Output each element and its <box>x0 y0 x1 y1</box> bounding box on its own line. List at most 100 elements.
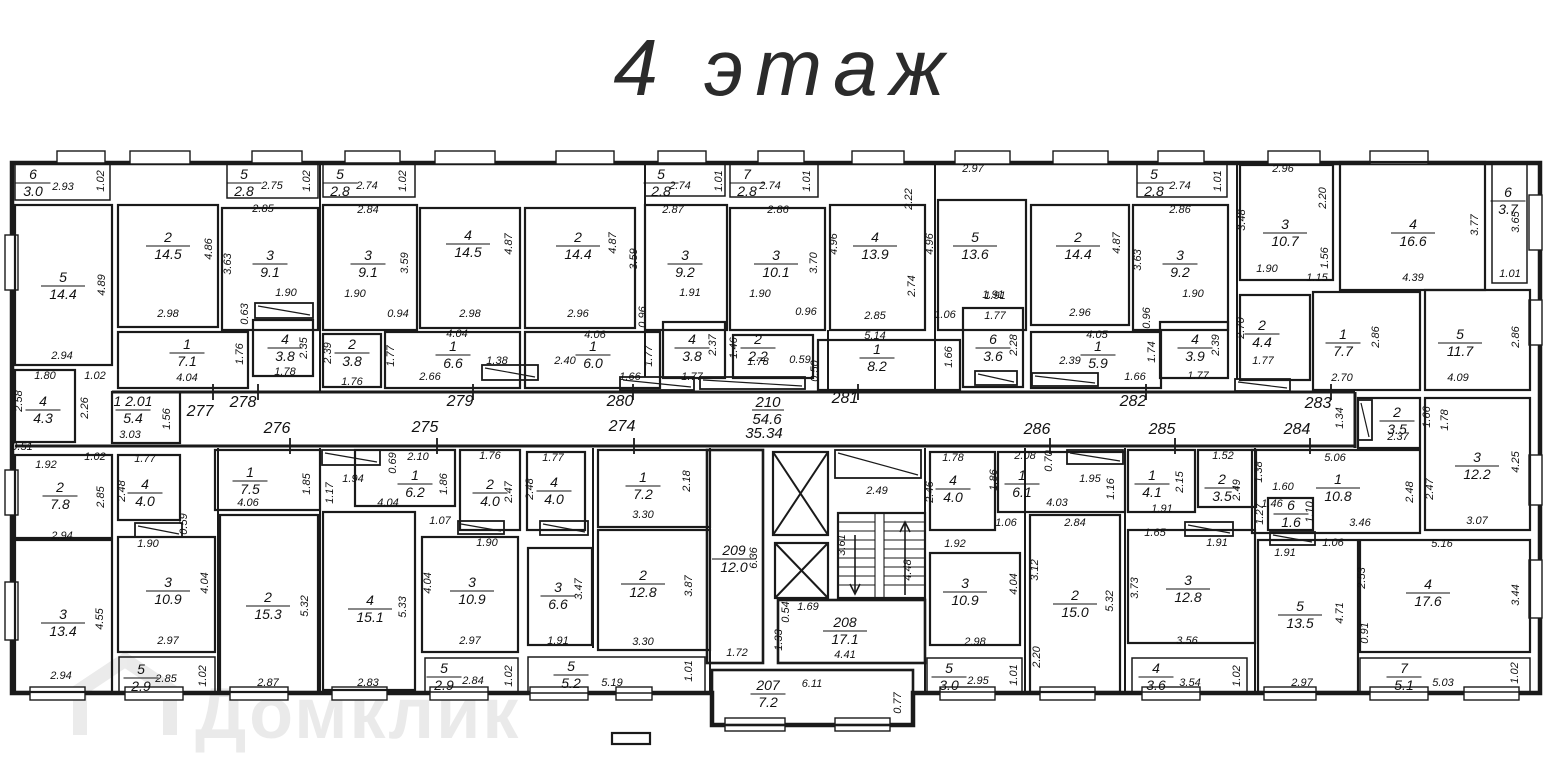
room-number: 5 <box>137 661 145 677</box>
dimension-label: 1.74 <box>1146 341 1158 362</box>
dimension-label: 1.91 <box>547 635 568 647</box>
door-leaf <box>1066 449 1124 465</box>
dimension-label: 2.96 <box>1068 307 1091 319</box>
room-number: 3 <box>1473 449 1481 465</box>
dimension-label: 2.83 <box>356 677 379 689</box>
room-number: 4 <box>39 393 47 409</box>
room-outline <box>322 162 416 198</box>
room-outline <box>961 306 1025 389</box>
room-area: 3.7 <box>1498 201 1519 217</box>
dimension-label: 0.96 <box>1141 306 1153 328</box>
dimension-label: 4.87 <box>503 232 515 254</box>
door-number: 275 <box>411 419 439 436</box>
door-number: 279 <box>446 393 474 410</box>
dimension-label: 4.41 <box>834 649 855 661</box>
dimension-label: 0.96 <box>637 305 649 327</box>
dimension-label: 2.48 <box>1404 480 1416 503</box>
room-number: 4 <box>949 472 957 488</box>
room-number: 6 <box>29 166 37 182</box>
room-area: 15.3 <box>254 606 281 622</box>
room-number: 4 <box>550 474 558 490</box>
dimension-label: 1.78 <box>942 452 964 464</box>
dimension-label: 4.96 <box>828 232 840 254</box>
room-area: 2.9 <box>130 678 151 694</box>
room-area: 4.1 <box>1142 484 1161 500</box>
dimension-label: 1.90 <box>137 538 159 550</box>
door-leaf <box>974 370 1018 386</box>
room-number: 2 <box>485 476 494 492</box>
room-outline <box>118 656 216 693</box>
dimension-label: 1.01 <box>801 170 813 191</box>
door-leaf <box>457 520 505 535</box>
room-area: 16.6 <box>1399 233 1426 249</box>
dimension-label: 3.59 <box>399 252 411 273</box>
dimension-label: 0.50 <box>809 359 821 381</box>
room-number: 5 <box>971 229 979 245</box>
dimension-label: 1.86 <box>988 468 1000 490</box>
room-outline <box>1423 288 1532 392</box>
room-number: 4 <box>1152 660 1160 676</box>
room-number: 3 <box>1176 247 1184 263</box>
dimension-label: 2.95 <box>966 675 989 687</box>
room-outline <box>527 656 706 694</box>
room-number: 208 <box>832 614 857 630</box>
room-number: 6 <box>1287 497 1295 513</box>
room-number: 209 <box>721 542 746 558</box>
room-number: 1 <box>639 469 647 485</box>
room-area: 5.1 <box>1394 677 1413 693</box>
room-area: 14.5 <box>154 246 181 262</box>
room-number: 1 <box>183 336 191 352</box>
dimension-label: 1.34 <box>1334 407 1346 428</box>
room-outline <box>828 203 927 332</box>
room-number: 7 <box>1400 660 1409 676</box>
room-number: 3 <box>772 247 780 263</box>
dimension-label: 1.77 <box>1252 355 1274 367</box>
door-number: 278 <box>229 394 257 411</box>
dimension-label: 2.98 <box>156 308 179 320</box>
dimension-label: 4.87 <box>607 231 619 253</box>
dimension-label: 2.20 <box>1317 186 1329 209</box>
room-number: 1 <box>589 338 597 354</box>
dimension-label: 1.91 <box>984 290 1005 302</box>
room-area: 10.1 <box>762 264 789 280</box>
room-number: 3 <box>961 575 969 591</box>
room-number: 4 <box>688 331 696 347</box>
dimension-label: 1.02 <box>397 170 409 191</box>
room-area: 12.0 <box>720 559 747 575</box>
room-area: 7.2 <box>758 694 778 710</box>
dimension-label: 2.85 <box>863 310 886 322</box>
room-outline <box>1029 203 1131 327</box>
room-area: 3.0 <box>23 183 43 199</box>
dimension-label: 1.02 <box>503 665 515 686</box>
room-outline <box>13 203 114 367</box>
dimension-label: 4.96 <box>924 232 936 254</box>
door-number: 282 <box>1119 393 1147 410</box>
room-number: 4 <box>1409 216 1417 232</box>
door-number: 274 <box>608 418 636 435</box>
room-number: 2 <box>1257 317 1266 333</box>
room-number: 1 <box>1334 471 1342 487</box>
dimension-label: 0.94 <box>387 308 408 320</box>
room-outline <box>1491 162 1528 284</box>
room-area: 2.9 <box>433 677 454 693</box>
room-area: 13.5 <box>1286 615 1313 631</box>
dimension-label: 3.48 <box>1236 208 1248 230</box>
dimension-label: 2.39 <box>322 342 334 364</box>
corridor-area: 54.6 <box>752 411 782 428</box>
room-number: 3 <box>1281 216 1289 232</box>
dimension-label: 2.97 <box>961 163 984 175</box>
dimension-label: 2.40 <box>553 355 576 367</box>
door-number: 286 <box>1023 421 1051 438</box>
door-leaf <box>834 449 922 479</box>
room-number: 1 <box>1018 467 1026 483</box>
room-outline <box>321 510 417 692</box>
room-number: 3 <box>364 247 372 263</box>
dimension-label: 4.87 <box>1111 231 1123 253</box>
dimension-label: 1.66 <box>619 371 641 383</box>
room-outline <box>926 657 1023 693</box>
dimension-label: 2.35 <box>298 336 310 359</box>
dimension-label: 1.65 <box>1144 527 1166 539</box>
room-outline <box>116 453 182 522</box>
dimension-label: 4.06 <box>584 329 606 341</box>
dimension-label: 5.14 <box>864 330 885 342</box>
